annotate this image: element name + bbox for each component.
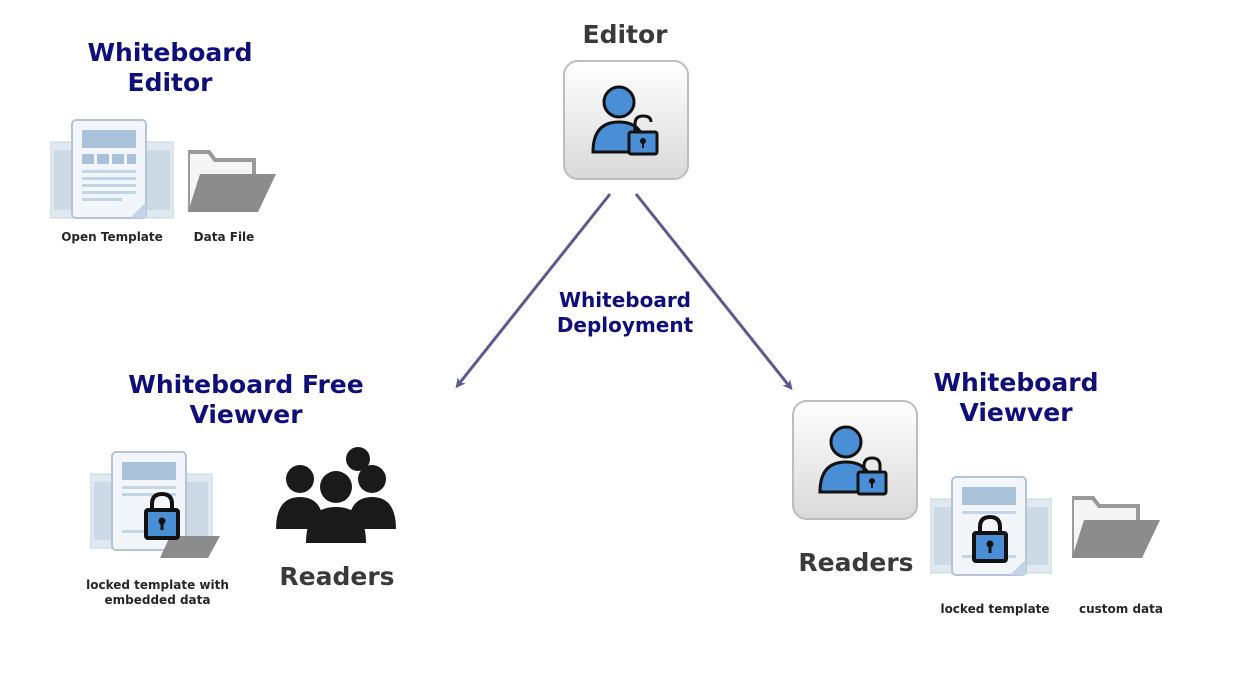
editor-title-line1: Whiteboard [87, 38, 253, 67]
data-file-folder-icon [186, 148, 278, 214]
locked-template-with-data-icon [90, 450, 224, 560]
custom-data-label: custom data [1079, 602, 1163, 616]
locked-template-label: locked template [940, 602, 1050, 616]
viewer-user-card [792, 400, 918, 520]
custom-data-folder-icon [1070, 494, 1162, 560]
user-unlocked-icon [591, 85, 659, 156]
padlock-icon [144, 491, 180, 540]
viewer-title-line1: Whiteboard [933, 368, 1099, 397]
deployment-label-line2: Deployment [556, 313, 694, 337]
arrow-to-viewer [634, 193, 793, 391]
padlock-icon [972, 514, 1008, 563]
editor-user-card [563, 60, 689, 180]
free-viewer-title-line1: Whiteboard Free [128, 370, 364, 399]
editor-role-title: Editor [582, 20, 668, 49]
locked-template-icon [930, 475, 1052, 579]
viewer-readers-label: Readers [798, 548, 914, 577]
readers-group-icon [270, 445, 406, 545]
open-template-icon [50, 118, 174, 222]
arrow-to-free-viewer [455, 193, 612, 389]
free-viewer-title-line2: Viewver [189, 400, 303, 429]
locked-template-with-data-line1: locked template with [86, 578, 229, 592]
open-template-label: Open Template [61, 230, 163, 244]
locked-template-with-data-line2: embedded data [104, 593, 211, 607]
deployment-label-line1: Whiteboard [558, 288, 691, 312]
user-locked-icon [818, 425, 888, 496]
viewer-title-line2: Viewver [959, 398, 1073, 427]
data-file-label: Data File [193, 230, 255, 244]
editor-title-line2: Editor [127, 68, 213, 97]
free-viewer-readers-label: Readers [279, 562, 395, 591]
